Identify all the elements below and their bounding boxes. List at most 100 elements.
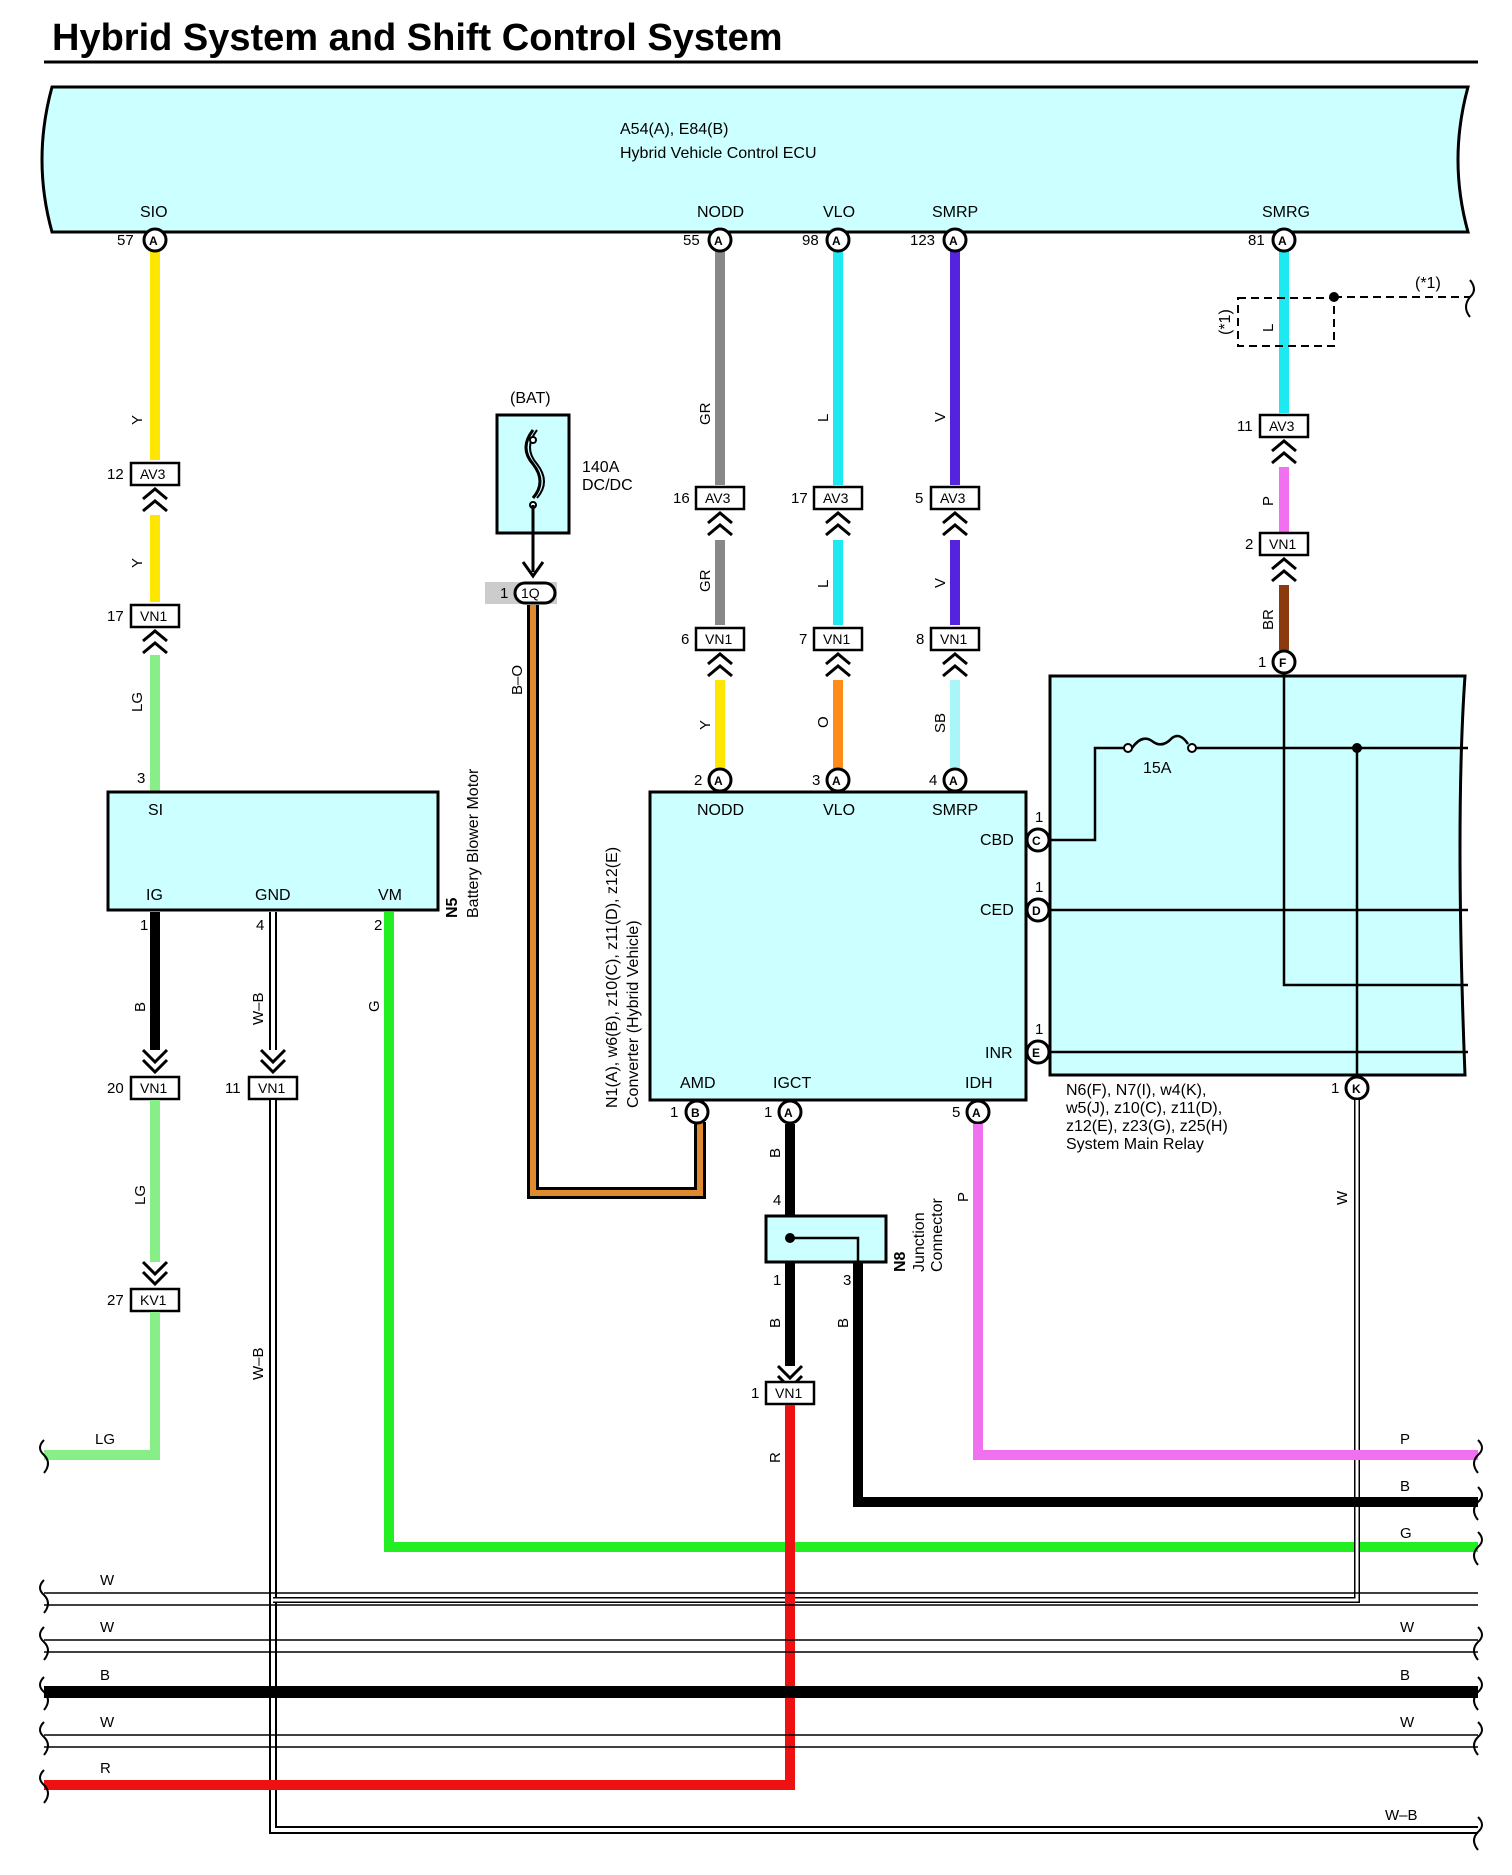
blower-pin-ig: 1 [140, 917, 148, 934]
wire-label: Y [697, 720, 714, 730]
bus-label-g: G [1400, 1525, 1412, 1542]
svg-text:27: 27 [107, 1292, 124, 1309]
junction-pin-4: 4 [773, 1192, 781, 1209]
svg-text:2: 2 [694, 772, 702, 789]
svg-text:A: A [714, 234, 723, 248]
bus-label-b: B [1400, 1478, 1410, 1495]
inline-connector-vn1-11: VN1 11 [225, 1075, 299, 1101]
converter-pin-igct: A 1 [764, 1099, 803, 1125]
svg-text:1: 1 [1035, 809, 1043, 826]
wire-label: LG [129, 692, 146, 712]
wire-label: R [767, 1452, 784, 1463]
ecu-term-smrg: SMRG [1262, 204, 1310, 221]
wire-bo [530, 605, 703, 1196]
wire-label: B–O [509, 665, 526, 695]
svg-text:7: 7 [799, 631, 807, 648]
converter-name: Converter (Hybrid Vehicle) [625, 920, 642, 1108]
ecu-pin-smrg: A 81 [1248, 227, 1297, 253]
bat-connector-id: 1Q [521, 585, 540, 601]
wire-label: V [932, 578, 949, 588]
svg-text:VN1: VN1 [705, 631, 732, 647]
chevron-icon [141, 1260, 169, 1287]
ecu-pin-smrp: A 123 [910, 227, 968, 253]
wire-gnd-bus-outline [269, 1100, 1478, 1834]
bus-w-1 [44, 1592, 1478, 1606]
arrow-icon [521, 561, 545, 579]
svg-text:C: C [1032, 834, 1041, 848]
blower-motor-box [106, 790, 440, 912]
bus-label-w3-right: W [1400, 1714, 1415, 1731]
converter-term-smrp: SMRP [932, 802, 978, 819]
fuse-name: DC/DC [582, 477, 633, 494]
bus-label-w2-right: W [1400, 1619, 1415, 1636]
blower-pin-gnd: 4 [256, 917, 264, 934]
fuse-terminal [1123, 743, 1133, 753]
inline-connector-av3-11: AV3 11 [1237, 413, 1310, 465]
svg-text:VN1: VN1 [775, 1385, 802, 1401]
page-title: Hybrid System and Shift Control System [52, 17, 783, 59]
blower-pin-vm: 2 [374, 917, 382, 934]
svg-text:KV1: KV1 [140, 1292, 167, 1308]
optional-mark-vertical: (*1) [1217, 309, 1234, 335]
ecu-name: Hybrid Vehicle Control ECU [620, 145, 817, 162]
junction-internal-line [790, 1236, 860, 1262]
wire-label: G [366, 1000, 383, 1012]
svg-text:A: A [949, 774, 958, 788]
svg-text:D: D [1032, 904, 1041, 918]
converter-box [648, 790, 1028, 1102]
break-mark [1465, 279, 1475, 318]
svg-text:20: 20 [107, 1080, 124, 1097]
optional-mark: (*1) [1415, 275, 1441, 292]
svg-text:1: 1 [1258, 654, 1266, 671]
converter-pin-smrp: A 4 [929, 767, 968, 793]
svg-text:B: B [691, 1106, 700, 1120]
relay-name: System Main Relay [1066, 1136, 1204, 1153]
blower-term-vm: VM [378, 887, 402, 904]
svg-text:57: 57 [117, 232, 134, 249]
converter-pin-nodd: A 2 [694, 767, 733, 793]
ecu-pin-nodd: A 55 [683, 227, 733, 253]
blower-term-si: SI [148, 802, 163, 819]
converter-pin-cbd: C 1 [1025, 809, 1051, 853]
wire-label: Y [129, 415, 146, 425]
junction-name-2: Connector [929, 1198, 946, 1272]
bus-label-r: R [100, 1760, 111, 1777]
svg-text:81: 81 [1248, 232, 1265, 249]
ecu-term-vlo: VLO [823, 204, 855, 221]
wire-label: O [815, 716, 832, 728]
converter-pin-ced: D 1 [1025, 879, 1051, 923]
ecu-term-sio: SIO [140, 204, 168, 221]
converter-pin-vlo: A 3 [812, 767, 851, 793]
svg-text:1: 1 [751, 1385, 759, 1402]
converter-term-idh: IDH [965, 1075, 993, 1092]
svg-text:123: 123 [910, 232, 935, 249]
relay-fuse-rating: 15A [1143, 760, 1172, 777]
converter-term-nodd: NODD [697, 802, 744, 819]
fuse-rating: 140A [582, 459, 620, 476]
junction-code: N8 [892, 1251, 909, 1272]
inline-connector-vn1-8: VN1 8 [916, 626, 981, 678]
wire-vn1-r [44, 1405, 795, 1790]
break-marks-right [1473, 1439, 1483, 1851]
fuse-terminal [1187, 743, 1197, 753]
converter-term-vlo: VLO [823, 802, 855, 819]
svg-text:5: 5 [915, 490, 923, 507]
wire-label: B [835, 1318, 852, 1328]
converter-term-cbd: CBD [980, 832, 1014, 849]
inline-connector-vn1-2: VN1 2 [1245, 531, 1310, 583]
junction-pin-3: 3 [843, 1272, 851, 1289]
svg-text:E: E [1032, 1046, 1040, 1060]
bus-label-wb: W–B [1385, 1807, 1418, 1824]
relay-pin-k: K 1 [1331, 1075, 1370, 1101]
bus-w-2 [44, 1639, 1478, 1653]
wire-label: L [815, 414, 832, 422]
relay-codes-2: w5(J), z10(C), z11(D), [1065, 1100, 1222, 1117]
fuse-15a-icon [1130, 734, 1190, 749]
svg-text:VN1: VN1 [1269, 536, 1296, 552]
relay-pin-f: F 1 [1258, 649, 1297, 675]
svg-text:5: 5 [952, 1104, 960, 1121]
svg-text:AV3: AV3 [705, 490, 731, 506]
hybrid-ecu-box [40, 85, 1470, 234]
break-marks-left [39, 1439, 49, 1804]
inline-connector-vn1-1: VN1 1 [751, 1380, 816, 1406]
